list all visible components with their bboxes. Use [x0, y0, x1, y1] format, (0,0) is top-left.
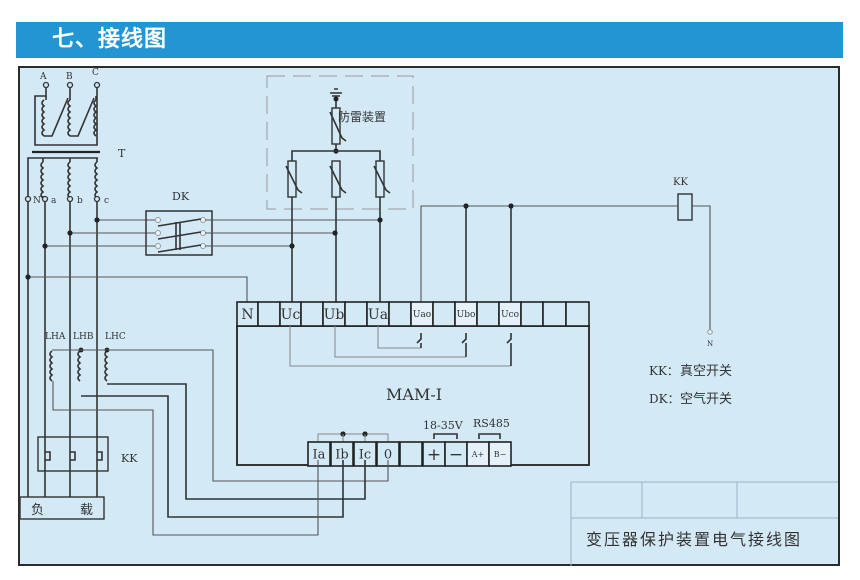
terminal-B	[68, 83, 73, 88]
bottom-terminal-slot-0-label: Ia	[313, 448, 326, 463]
device-model: MAM-I	[386, 385, 442, 404]
top-terminal-blank-15	[566, 302, 589, 326]
air-switch-label: DK	[172, 190, 190, 203]
device-mam-i: N Uc Ub Ua Uao Ubo Uco MAM-I 18-35V RS485 Ia Ib…	[237, 302, 589, 466]
title-block: 变压器保护装置电气接线图	[571, 482, 838, 566]
terminal-label-N: N	[33, 196, 41, 206]
top-terminal-blank-7	[389, 302, 411, 326]
top-terminal-blank-5	[345, 302, 367, 326]
primary-leads	[70, 88, 97, 96]
legend-kk-abbr: KK：	[649, 364, 679, 378]
ct-label-lhb: LHB	[73, 332, 94, 342]
terminal-label-c: c	[104, 196, 109, 206]
top-terminal-blank-9	[433, 302, 455, 326]
top-terminal-uao-label: Uao	[413, 310, 431, 320]
vacuum-switch-label: KK	[673, 177, 688, 188]
legend: KK： 真空开关 DK： 空气开关	[649, 364, 732, 407]
load-switch-label: KK	[121, 452, 138, 465]
air-switch-dk: DK	[146, 190, 380, 255]
terminal-label-C: C	[92, 68, 99, 78]
bottom-terminal-slot-1-label: Ib	[335, 448, 348, 463]
load-char-2: 载	[80, 503, 93, 518]
top-terminal-strip: N Uc Ub Ua Uao Ubo Uco	[237, 302, 589, 326]
top-terminal-blank-3	[301, 302, 323, 326]
surge-protector-label: 防雷装置	[338, 109, 386, 124]
terminal-A	[44, 83, 49, 88]
transformer-label: T	[118, 147, 126, 160]
coil-primary-c	[94, 100, 96, 136]
coil-secondary-a	[41, 162, 43, 198]
terminal-b	[68, 197, 73, 202]
bottom-terminal-slot-8-label: B−	[494, 450, 507, 459]
power-label: 18-35V	[423, 419, 464, 432]
top-terminal-blank-11	[477, 302, 499, 326]
load-switch-kk: KK	[38, 437, 138, 471]
bottom-terminal-slot-7-label: A+	[471, 450, 484, 459]
terminal-C	[95, 83, 100, 88]
ct-label-lhc: LHC	[105, 332, 126, 342]
coil-secondary-b	[68, 162, 70, 198]
legend-kk-desc: 真空开关	[680, 364, 732, 379]
top-terminal-blank-14	[543, 302, 566, 326]
legend-dk-desc: 空气开关	[680, 391, 732, 407]
terminal-label-A: A	[39, 72, 47, 82]
coil-primary-a	[42, 100, 44, 136]
top-terminal-blank-1	[258, 302, 280, 326]
top-terminal-ub-label: Ub	[324, 307, 345, 323]
bottom-terminal-slot-5-label: +	[427, 445, 441, 465]
bottom-terminal-slot-6-label: −	[449, 445, 463, 465]
top-terminal-uc-label: Uc	[281, 307, 301, 323]
top-terminal-n-label: N	[241, 307, 253, 323]
bottom-terminal-strip: IaIbIc0+−A+B−	[308, 442, 511, 466]
neutral-lead	[28, 158, 98, 200]
surge-protector: 防雷装置	[267, 76, 413, 302]
legend-dk-abbr: DK：	[649, 392, 680, 406]
vacuum-switch-terminal-label: N	[707, 340, 713, 348]
terminal-a	[43, 197, 48, 202]
ct-label-lha: LHA	[45, 332, 66, 342]
terminal-label-b: b	[77, 196, 83, 206]
drawing-title: 变压器保护装置电气接线图	[586, 530, 802, 549]
coil-primary-b	[68, 100, 70, 136]
transformer: A B C T N a b c	[26, 68, 127, 206]
primary-top-leads	[46, 96, 96, 100]
coil-secondary-c	[95, 162, 97, 198]
terminal-label-B: B	[66, 72, 73, 82]
comm-label: RS485	[473, 417, 510, 430]
load: 负 载	[20, 497, 104, 519]
terminal-N	[26, 197, 31, 202]
bottom-terminal-blank-4	[400, 442, 422, 466]
top-terminal-ubo-label: Ubo	[457, 310, 476, 320]
terminal-label-a: a	[51, 196, 57, 206]
top-terminal-uco-label: Uco	[501, 310, 519, 320]
top-terminal-ua-label: Ua	[368, 307, 388, 323]
load-char-1: 负	[31, 503, 44, 518]
terminal-c	[95, 197, 100, 202]
top-terminal-blank-13	[521, 302, 543, 326]
